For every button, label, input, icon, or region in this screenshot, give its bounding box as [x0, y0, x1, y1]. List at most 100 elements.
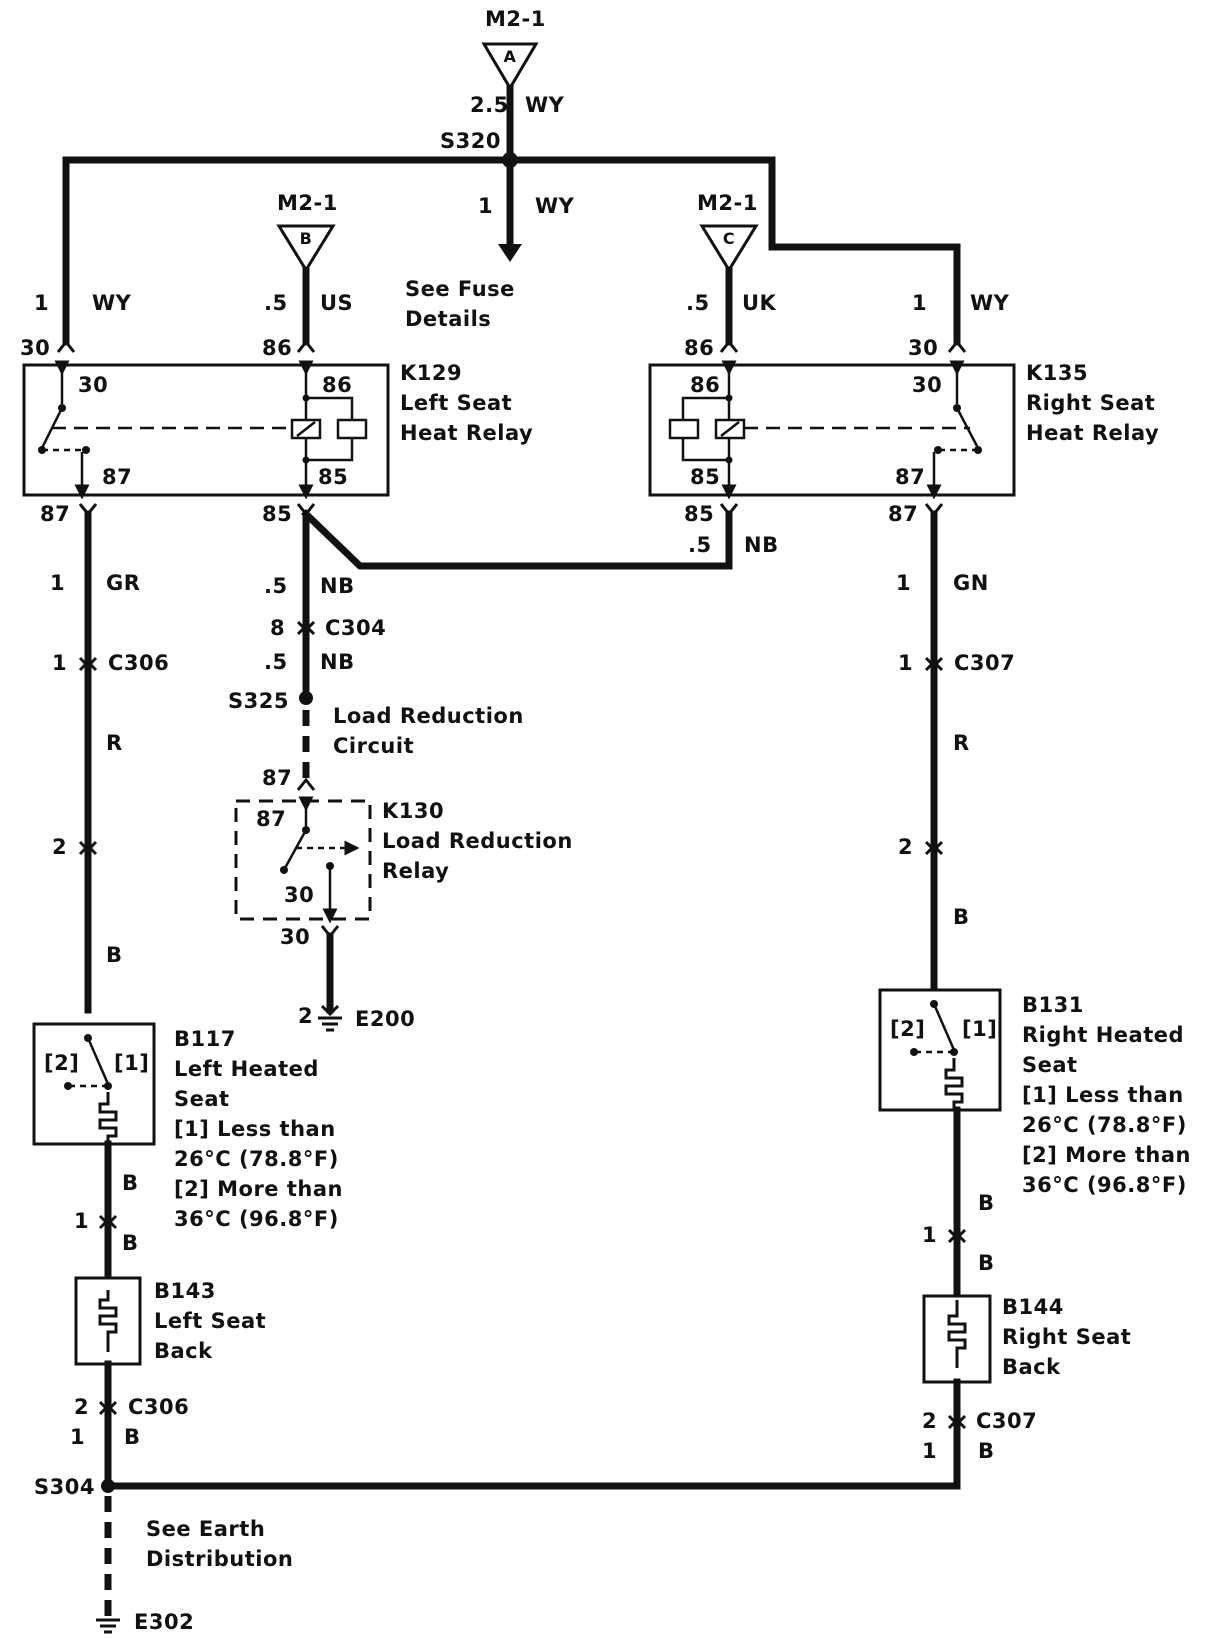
connector-c304: 8 C304 — [270, 616, 386, 640]
svg-text:30: 30 — [908, 336, 938, 360]
svg-text:C306: C306 — [128, 1395, 189, 1419]
svg-text:C304: C304 — [325, 616, 386, 640]
load-note: Load Reduction — [333, 704, 524, 728]
svg-text:NB: NB — [320, 574, 355, 598]
svg-text:B131: B131 — [1022, 993, 1084, 1017]
svg-text:Right Heated: Right Heated — [1022, 1023, 1184, 1047]
ground-e200-icon — [318, 1004, 342, 1032]
svg-text:C: C — [723, 229, 735, 248]
svg-text:B: B — [300, 229, 313, 248]
svg-text:36°C (96.8°F): 36°C (96.8°F) — [174, 1207, 339, 1231]
svg-text:30: 30 — [912, 373, 942, 397]
svg-text:26°C (78.8°F): 26°C (78.8°F) — [174, 1147, 339, 1171]
svg-text:30: 30 — [78, 373, 108, 397]
svg-text:B: B — [978, 1251, 995, 1275]
svg-text:B144: B144 — [1002, 1295, 1064, 1319]
svg-text:87: 87 — [262, 766, 292, 790]
svg-text:B117: B117 — [174, 1027, 236, 1051]
svg-text:NB: NB — [320, 650, 355, 674]
svg-text:Load Reduction: Load Reduction — [382, 829, 573, 853]
svg-text:1: 1 — [52, 651, 67, 675]
svg-text:1: 1 — [70, 1425, 85, 1449]
connector-c306-2: 2 C306 — [74, 1395, 189, 1419]
fuse-arrow-icon — [498, 244, 522, 262]
svg-text:B: B — [122, 1231, 139, 1255]
svg-text:GR: GR — [106, 571, 140, 595]
svg-text:Left Heated: Left Heated — [174, 1057, 319, 1081]
svg-text:85: 85 — [684, 502, 714, 526]
svg-text:Heat Relay: Heat Relay — [1026, 421, 1159, 445]
svg-text:[2] More than: [2] More than — [1022, 1143, 1191, 1167]
svg-text:30: 30 — [20, 336, 50, 360]
svg-text:87: 87 — [256, 807, 286, 831]
relay-k135: 86 85 30 87 K135 Right Seat Heat Relay — [648, 360, 1159, 500]
svg-text:S304: S304 — [34, 1475, 95, 1499]
svg-text:WY: WY — [970, 291, 1010, 315]
fuse-note: See Fuse — [405, 277, 515, 301]
svg-text:K135: K135 — [1026, 361, 1088, 385]
svg-text:M2-1: M2-1 — [485, 7, 546, 31]
svg-text:UK: UK — [742, 291, 777, 315]
svg-text:85: 85 — [318, 465, 348, 489]
svg-text:86: 86 — [322, 373, 352, 397]
svg-text:1: 1 — [922, 1439, 937, 1463]
svg-text:36°C (96.8°F): 36°C (96.8°F) — [1022, 1173, 1187, 1197]
svg-text:2: 2 — [922, 1409, 937, 1433]
svg-text:87: 87 — [895, 465, 925, 489]
splice-s325 — [299, 691, 313, 705]
heater-b144: B144 Right Seat Back — [922, 1294, 1131, 1384]
svg-text:[1]: [1] — [962, 1017, 997, 1041]
svg-text:[2]: [2] — [890, 1017, 925, 1041]
svg-text:NB: NB — [744, 533, 779, 557]
svg-text:.5: .5 — [686, 291, 710, 315]
svg-text:26°C (78.8°F): 26°C (78.8°F) — [1022, 1113, 1187, 1137]
svg-text:Back: Back — [1002, 1355, 1061, 1379]
svg-text:K130: K130 — [382, 799, 444, 823]
svg-text:B143: B143 — [154, 1279, 216, 1303]
svg-text:87: 87 — [102, 465, 132, 489]
svg-text:8: 8 — [270, 616, 285, 640]
svg-text:Right Seat: Right Seat — [1002, 1325, 1131, 1349]
earth-note: See Earth — [146, 1517, 265, 1541]
svg-text:87: 87 — [40, 502, 70, 526]
svg-text:[1] Less than: [1] Less than — [174, 1117, 336, 1141]
svg-text:B: B — [978, 1191, 995, 1215]
heater-b117: [2] [1] B117 Left Heated Seat [1] Less t… — [32, 1022, 343, 1231]
svg-text:Back: Back — [154, 1339, 213, 1363]
svg-text:K129: K129 — [400, 361, 462, 385]
svg-text:30: 30 — [284, 883, 314, 907]
svg-text:87: 87 — [888, 502, 918, 526]
svg-text:C307: C307 — [954, 651, 1015, 675]
svg-text:R: R — [106, 731, 123, 755]
svg-text:M2-1: M2-1 — [277, 191, 338, 215]
svg-text:2: 2 — [298, 1004, 313, 1028]
svg-text:Relay: Relay — [382, 859, 449, 883]
svg-text:M2-1: M2-1 — [697, 191, 758, 215]
svg-text:1: 1 — [74, 1209, 89, 1233]
svg-text:Circuit: Circuit — [333, 734, 414, 758]
svg-text:B: B — [953, 905, 970, 929]
svg-text:30: 30 — [280, 925, 310, 949]
svg-text:[2] More than: [2] More than — [174, 1177, 343, 1201]
svg-text:B: B — [106, 943, 123, 967]
svg-text:.5: .5 — [264, 650, 288, 674]
svg-text:WY: WY — [525, 93, 565, 117]
wire-85-bridge — [301, 509, 733, 570]
connector-m2-1-c: M2-1 C — [697, 191, 759, 273]
svg-text:1: 1 — [912, 291, 927, 315]
svg-text:Details: Details — [405, 307, 491, 331]
svg-text:[1]: [1] — [114, 1051, 149, 1075]
connector-c307-2: 2 C307 — [922, 1409, 1037, 1433]
svg-text:1: 1 — [478, 194, 493, 218]
svg-text:85: 85 — [690, 465, 720, 489]
connector-left-pin2 — [78, 840, 98, 856]
svg-text:1: 1 — [898, 651, 913, 675]
connector-right-pin2 — [924, 840, 944, 856]
ground-e302-icon — [96, 1618, 120, 1634]
svg-text:Seat: Seat — [1022, 1053, 1078, 1077]
heater-b143: B143 Left Seat Back — [74, 1276, 266, 1366]
svg-text:Seat: Seat — [174, 1087, 230, 1111]
connector-c307-1: 1 C307 — [898, 651, 1015, 675]
svg-text:GN: GN — [953, 571, 989, 595]
